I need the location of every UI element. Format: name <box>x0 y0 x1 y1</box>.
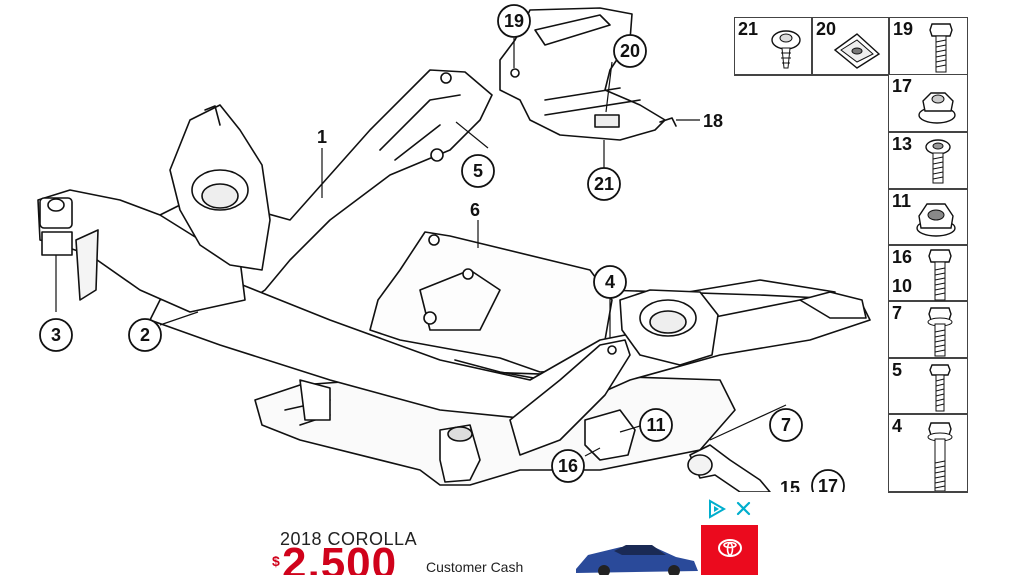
svg-text:11: 11 <box>646 415 665 435</box>
callout-18: 18 <box>703 111 723 131</box>
short-bolt-icon <box>925 139 951 184</box>
part-20-cell: 20 <box>812 17 889 75</box>
callout-20: 20 <box>613 34 647 68</box>
callout-3: 3 <box>39 318 73 352</box>
part-5-cell: 5 <box>888 358 968 414</box>
svg-text:17: 17 <box>818 476 838 496</box>
svg-text:2: 2 <box>140 325 150 345</box>
callout-6: 6 <box>470 200 480 220</box>
svg-text:18: 18 <box>703 111 723 131</box>
diagonal-strut <box>509 339 631 456</box>
svg-text:3: 3 <box>51 325 61 345</box>
ad-amount: 2,500 <box>282 539 398 575</box>
ad-heading: 2018 COROLLA <box>280 529 418 549</box>
parts-legend-top: 21 20 19 <box>734 17 968 76</box>
clip-nut-icon <box>833 33 881 69</box>
push-clip-icon <box>771 30 801 69</box>
callout-11: 11 <box>639 408 673 442</box>
ad-banner[interactable]: 2018 COROLLA $ 2,500 Customer Cash <box>266 525 758 575</box>
part-19-cell: 19 <box>889 17 968 75</box>
bolt-icon <box>929 23 953 73</box>
part-17-cell: 17 <box>888 74 968 132</box>
center-plate <box>369 231 613 373</box>
hex-nut-icon <box>916 203 956 237</box>
callout-2: 2 <box>128 318 162 352</box>
svg-text:1: 1 <box>317 127 327 147</box>
callout-1: 1 <box>317 127 327 147</box>
svg-text:20: 20 <box>620 41 640 61</box>
svg-text:6: 6 <box>470 200 480 220</box>
adchoices-icon[interactable] <box>709 499 727 519</box>
parts-legend-column: 17 13 11 16 10 7 <box>888 74 968 493</box>
svg-text:16: 16 <box>558 456 578 476</box>
part-4-cell: 4 <box>888 414 968 492</box>
svg-text:21: 21 <box>594 174 614 194</box>
hex-bolt-icon <box>928 249 952 301</box>
ad-choices[interactable] <box>706 498 758 520</box>
svg-text:7: 7 <box>781 415 791 435</box>
callout-19: 19 <box>497 4 531 38</box>
screw-icon <box>929 364 951 412</box>
flange-nut-icon <box>918 92 956 124</box>
rear-mount <box>439 424 481 483</box>
svg-text:5: 5 <box>473 161 483 181</box>
part-13-cell: 13 <box>888 132 968 189</box>
svg-text:19: 19 <box>504 11 524 31</box>
flange-bolt-icon <box>927 307 953 357</box>
part-21-cell: 21 <box>734 17 812 75</box>
svg-text:4: 4 <box>605 272 615 292</box>
car-image <box>576 545 698 575</box>
close-icon[interactable] <box>736 501 751 516</box>
long-bolt-icon <box>927 422 953 491</box>
callout-7: 7 <box>769 408 803 442</box>
ad-subtext: Customer Cash <box>426 559 524 575</box>
callout-16: 16 <box>551 449 585 483</box>
part-11-cell: 11 <box>888 189 968 245</box>
callout-4: 4 <box>593 265 627 299</box>
callout-21: 21 <box>587 167 621 201</box>
toyota-logo[interactable] <box>701 525 758 575</box>
part-7-cell: 7 <box>888 301 968 358</box>
part-16-10-cell: 16 10 <box>888 245 968 301</box>
ad-currency: $ <box>272 553 280 569</box>
callout-5: 5 <box>461 154 495 188</box>
